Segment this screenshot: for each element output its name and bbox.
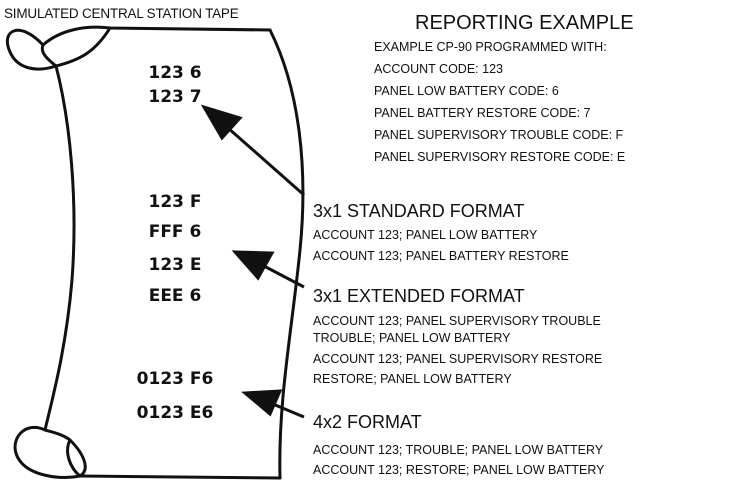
tape-title: SIMULATED CENTRAL STATION TAPE (4, 6, 239, 21)
format-line: ACCOUNT 123; PANEL SUPERVISORY TROUBLE (313, 314, 601, 328)
arrow-standard-head (200, 104, 243, 141)
scroll-left-edge (43, 64, 76, 432)
reporting-line: ACCOUNT CODE: 123 (374, 62, 503, 76)
scroll-bottom-edge (78, 474, 282, 480)
reporting-line: PANEL SUPERVISORY RESTORE CODE: E (374, 150, 626, 164)
tape-code: 0123 E6 (136, 403, 214, 423)
scroll-top-edge (41, 25, 272, 47)
tape-code: 123 E (148, 255, 202, 275)
format-line: ACCOUNT 123; PANEL BATTERY RESTORE (313, 249, 569, 263)
reporting-line: EXAMPLE CP-90 PROGRAMMED WITH: (374, 40, 607, 54)
arrow-4x2-head (241, 389, 283, 417)
tape-code: 123 F (148, 192, 202, 212)
format-line: ACCOUNT 123; PANEL SUPERVISORY RESTORE (313, 352, 603, 366)
tape-code: 123 7 (148, 87, 202, 107)
tape-code: FFF 6 (148, 222, 202, 242)
scroll-top-inner (54, 26, 112, 68)
arrow-extended-line (261, 263, 305, 289)
format-line: ACCOUNT 123; PANEL LOW BATTERY (313, 228, 538, 242)
reporting-line: PANEL BATTERY RESTORE CODE: 7 (374, 106, 591, 120)
reporting-title: REPORTING EXAMPLE (415, 12, 634, 34)
format-line: ACCOUNT 123; TROUBLE; PANEL LOW BATTERY (313, 443, 604, 457)
format-title-extended: 3x1 EXTENDED FORMAT (313, 286, 525, 306)
tape-code: 0123 F6 (136, 369, 214, 389)
tape-code: 123 6 (148, 63, 202, 83)
scroll-bottom-curl (13, 425, 82, 479)
scroll-bottom-inner (68, 438, 87, 478)
tape-code: EEE 6 (148, 286, 202, 306)
arrow-extended-head (231, 250, 275, 281)
scroll-top-curl (5, 28, 58, 71)
format-line: TROUBLE; PANEL LOW BATTERY (313, 331, 511, 345)
format-line: RESTORE; PANEL LOW BATTERY (313, 372, 512, 386)
reporting-line: PANEL LOW BATTERY CODE: 6 (374, 84, 559, 98)
format-line: ACCOUNT 123; RESTORE; PANEL LOW BATTERY (313, 463, 605, 477)
reporting-line: PANEL SUPERVISORY TROUBLE CODE: F (374, 128, 624, 142)
arrow-standard-line (227, 126, 305, 197)
format-title-4x2: 4x2 FORMAT (313, 412, 422, 432)
format-title-standard: 3x1 STANDARD FORMAT (313, 201, 525, 221)
